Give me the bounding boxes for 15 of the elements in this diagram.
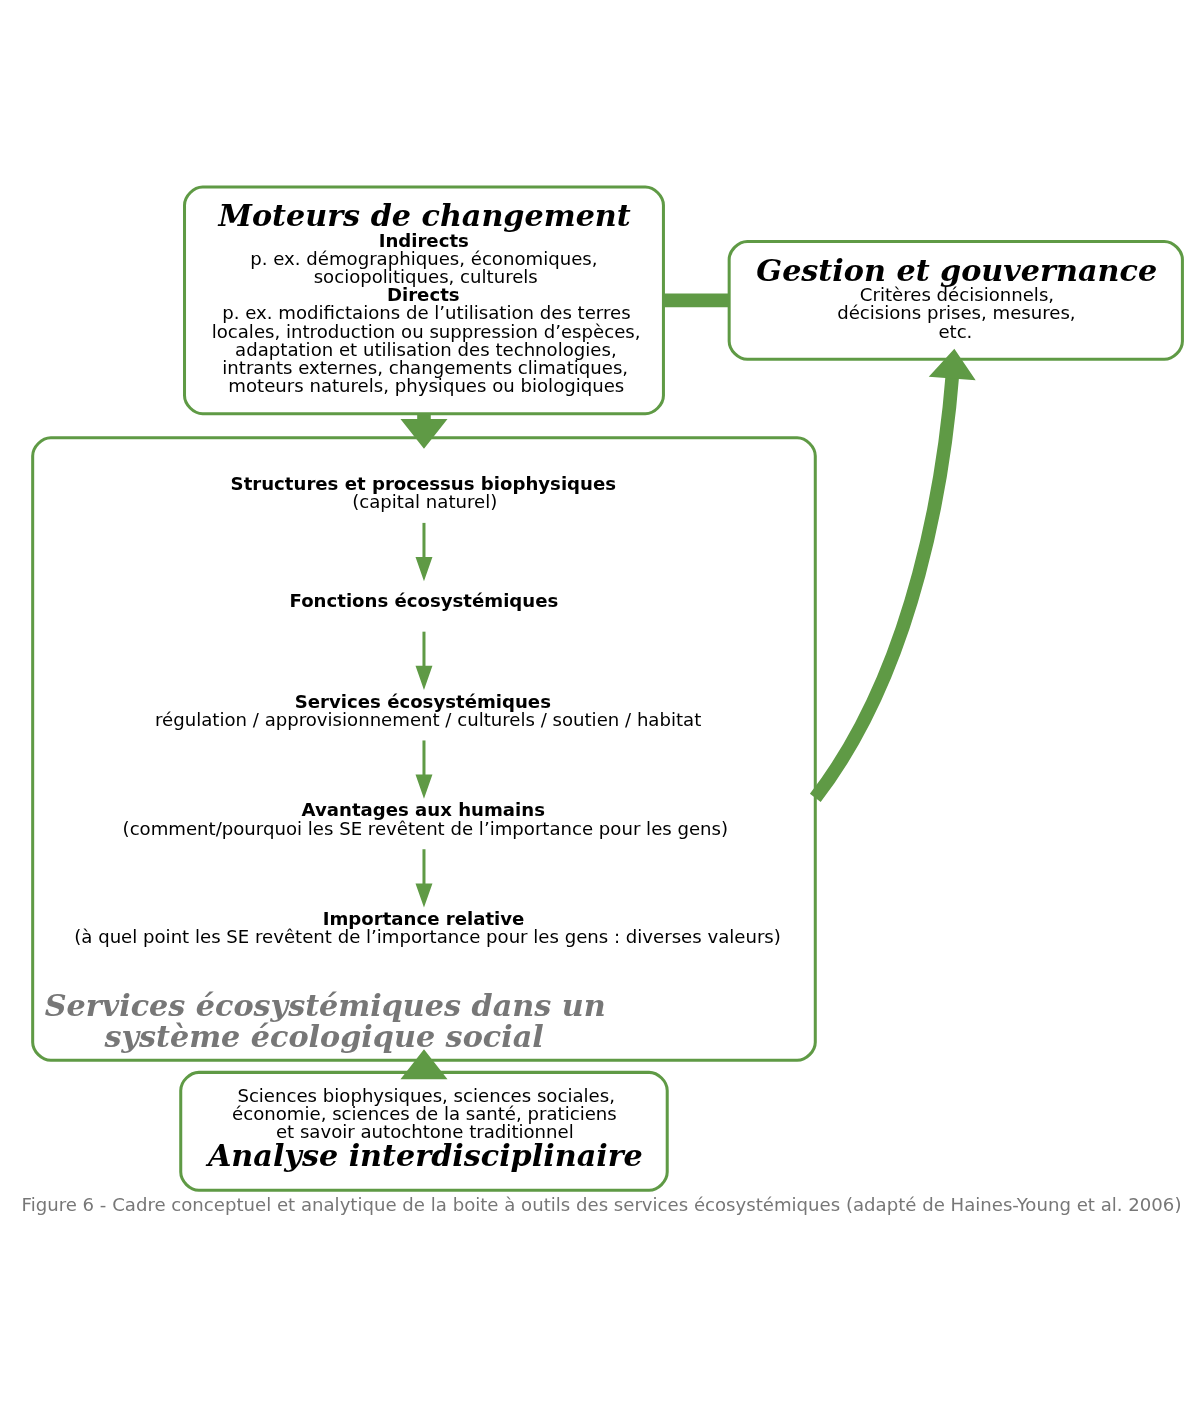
arrow (415, 849, 433, 908)
node-text: Importance relative (à quel point les SE revêtent de l’importance pour les gens : diverses valeurs) (74, 908, 781, 948)
node-text: Structures et processus biophysiques (capital naturel) (230, 473, 617, 513)
node-box: Gestion et gouvernance Critères décisionnels, décisions prises, mesures, etc. (727, 239, 1184, 361)
arrow (415, 631, 433, 691)
caption: Figure 6 - Cadre conceptuel et analytique de la boite à outils des services écosystémiques (adapté de Haines-Young et al. 2006) (21, 1193, 1182, 1215)
arrow (809, 348, 976, 802)
node-text: Fonctions écosystémiques (289, 590, 559, 612)
node-text: Services écosystémiques régulation / approvisionnement / culturels / soutien / habitat (155, 690, 702, 730)
node-text: Avantages aux humains (comment/pourquoi les SE revêtent de l’importance pour les gens) (122, 799, 729, 839)
node-box: Moteurs de changement Indirects p. ex. démographiques, économiques, sociopolitiques, culturels Directs p. ex. modifictaions de l’utilisation des terres locales, introduction ou suppression d’espèces, adaptation et utilisation des technologies, intrants externes, changements climatiques, moteurs naturels, physiques ou biologiques (183, 185, 665, 416)
connector (663, 293, 729, 308)
arrow (415, 740, 433, 799)
arrow (400, 1049, 448, 1080)
arrow (415, 522, 433, 582)
